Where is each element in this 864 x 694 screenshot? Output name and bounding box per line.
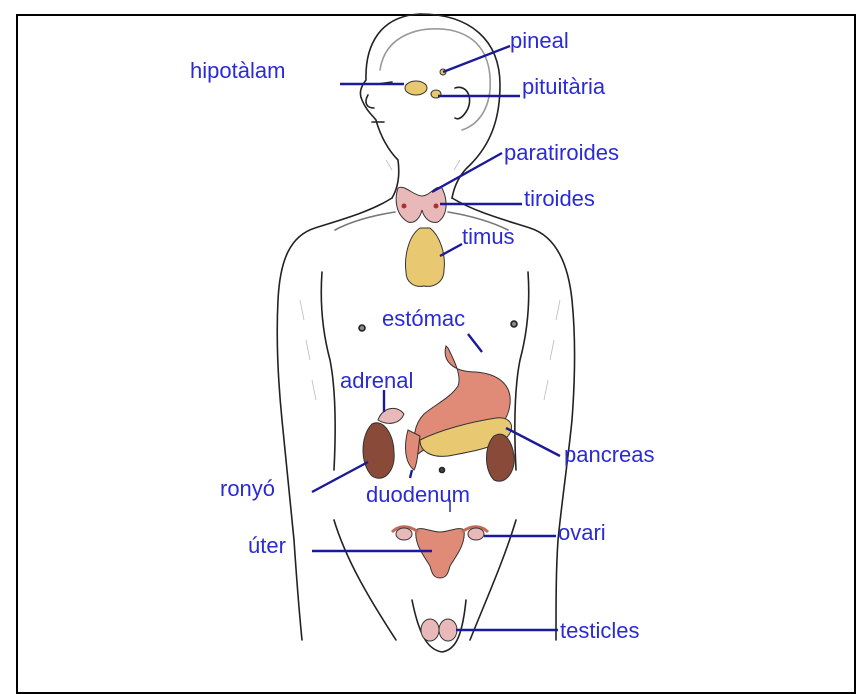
label-uter: úter <box>248 535 286 557</box>
ovary-right <box>468 528 484 540</box>
leader-pineal <box>443 46 510 72</box>
nose <box>366 95 374 108</box>
label-ovari: ovari <box>558 522 606 544</box>
duodenum-organ <box>406 430 420 470</box>
leader-timus <box>440 244 462 256</box>
groin <box>412 600 466 652</box>
label-pituitaria: pituitària <box>522 76 605 98</box>
collarbone-left <box>335 212 395 230</box>
parathyroid-dot <box>402 204 407 209</box>
testicle-left <box>421 619 439 641</box>
leader-pancreas <box>506 428 560 456</box>
label-pineal: pineal <box>510 30 569 52</box>
thymus-gland <box>406 228 445 286</box>
leader-paratiroides <box>432 153 502 192</box>
ear <box>455 87 470 118</box>
label-estomac: estómac <box>382 308 465 330</box>
leader-estomac <box>468 334 482 352</box>
right-kidney <box>487 434 515 481</box>
ovary-left <box>396 528 412 540</box>
nipple-left <box>359 325 365 331</box>
label-adrenal: adrenal <box>340 370 413 392</box>
navel <box>440 468 445 473</box>
parathyroid-dot <box>434 204 439 209</box>
uterus-organ <box>416 529 465 578</box>
label-ronyo: ronyó <box>220 478 275 500</box>
nipple-right <box>511 321 517 327</box>
label-pancreas: pancreas <box>564 444 655 466</box>
glands <box>363 69 514 641</box>
head-outline <box>360 14 420 198</box>
label-tiroides: tiroides <box>524 188 595 210</box>
label-timus: timus <box>462 226 515 248</box>
label-paratiroides: paratiroides <box>504 142 619 164</box>
testicle-right <box>439 619 457 641</box>
left-kidney <box>363 423 394 478</box>
label-hipotalam: hipotàlam <box>190 60 285 82</box>
hypothalamus-gland <box>405 81 427 95</box>
endocrine-diagram <box>0 0 864 674</box>
head-back <box>420 14 500 198</box>
leader-duodenum <box>410 470 412 478</box>
label-duodenum: duodenum <box>366 484 470 506</box>
brain-contour <box>380 29 490 130</box>
right-arm-inner <box>515 272 529 470</box>
label-testicles: testicles <box>560 620 639 642</box>
adrenal-gland <box>378 408 404 423</box>
left-leg <box>334 520 396 640</box>
left-arm-inner <box>321 272 335 470</box>
leader-ronyo <box>312 462 368 492</box>
